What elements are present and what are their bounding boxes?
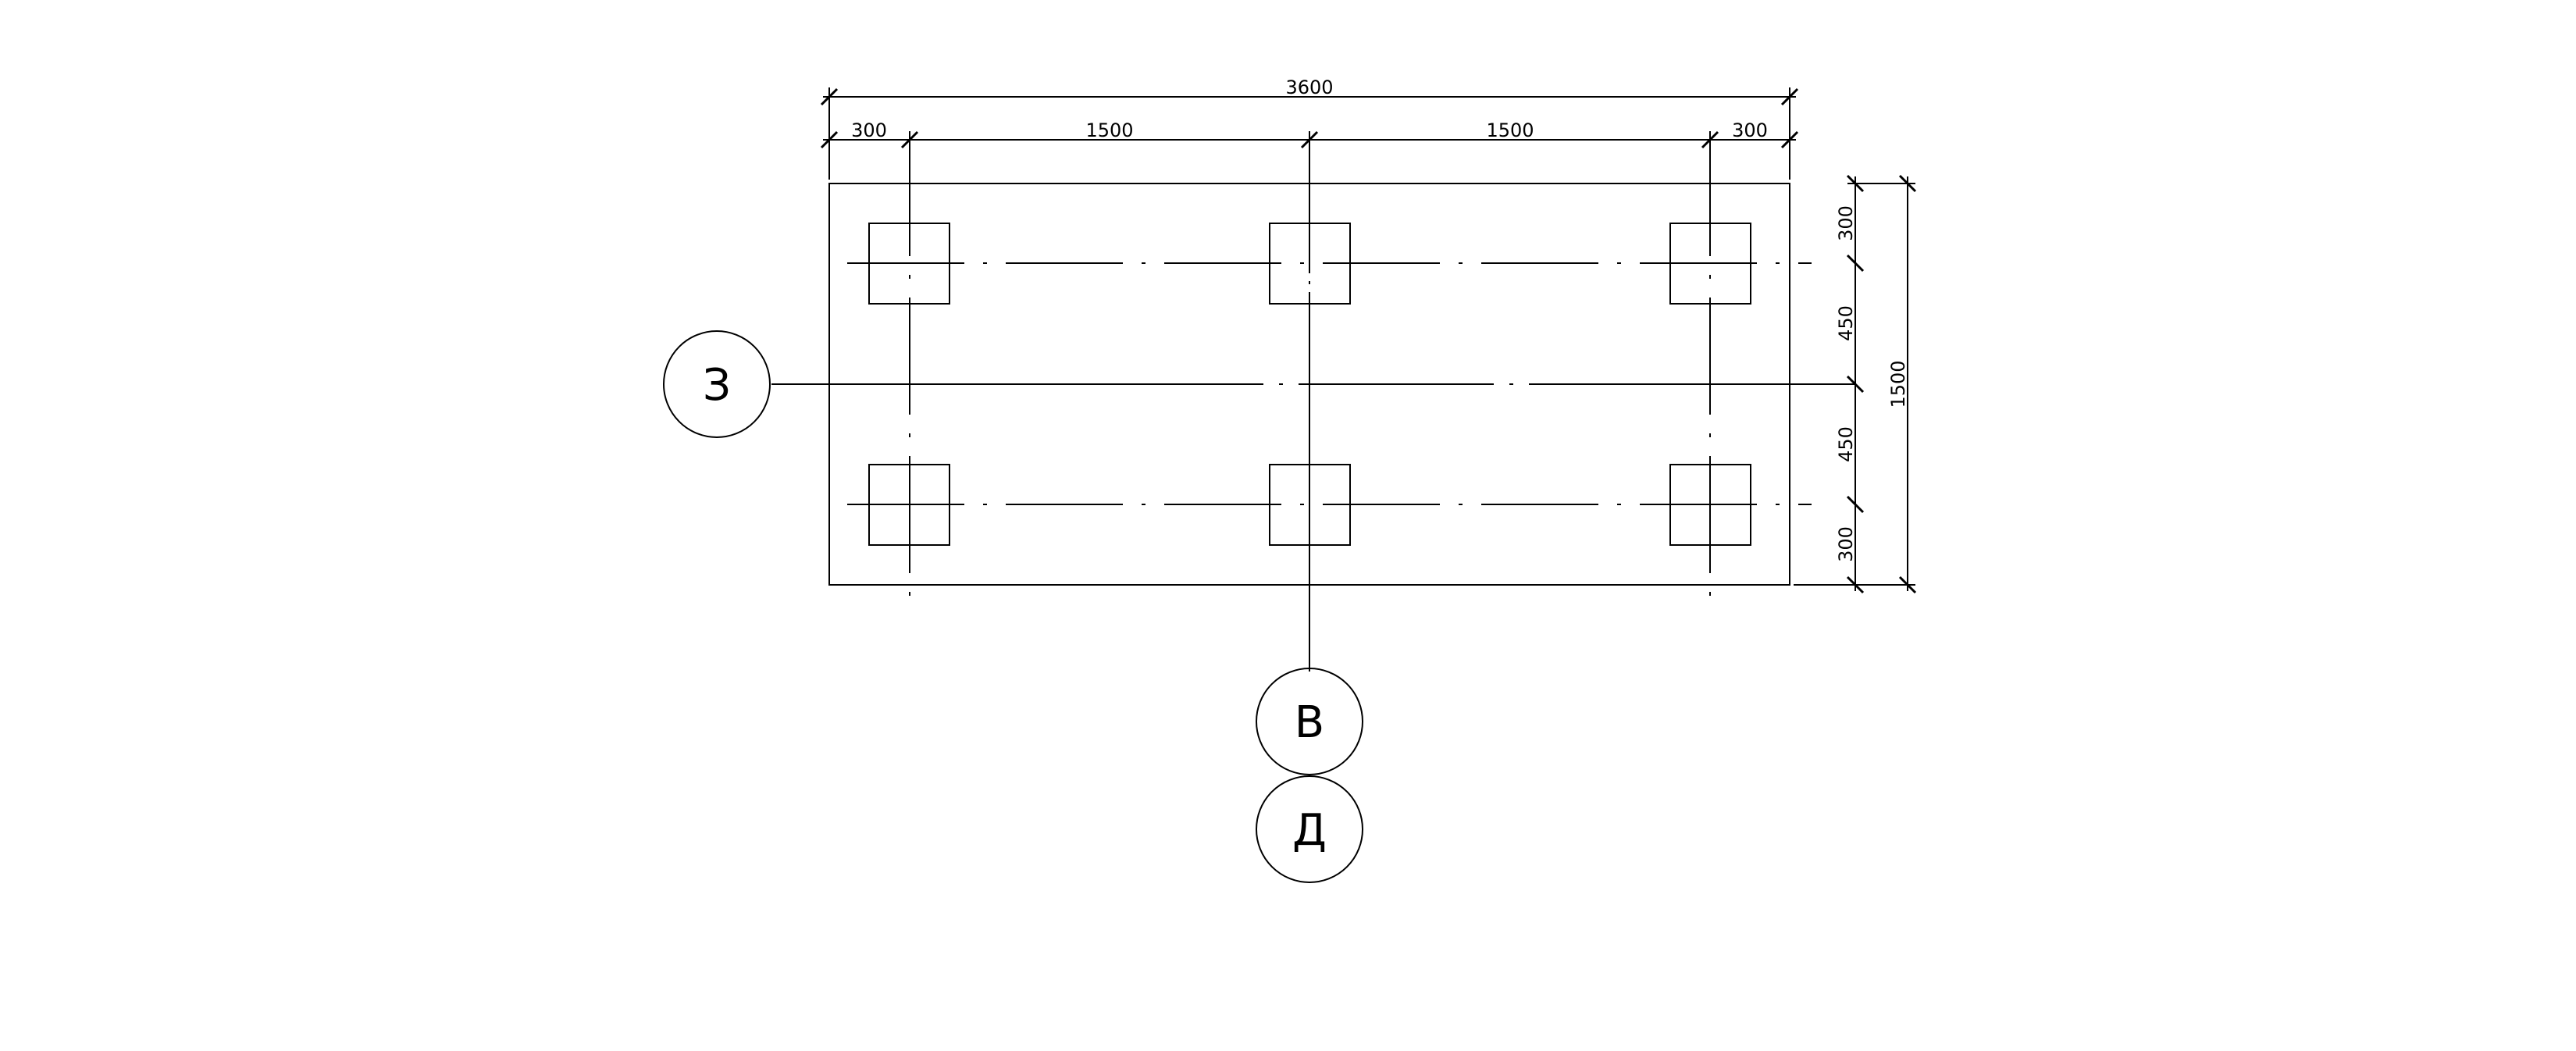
dim-label-right-3: 450 [1835, 426, 1857, 462]
grid-bubble-bottom-lower-label: Д [1292, 805, 1327, 856]
grid-bubble-bottom-lower: Д [1256, 775, 1363, 883]
axis-lines [771, 139, 1855, 672]
dim-label-right-1: 300 [1835, 205, 1857, 241]
dim-label-chain-1: 300 [851, 119, 887, 141]
dimension-right-chain: 300 450 450 300 [1794, 174, 1865, 594]
dim-label-right-4: 300 [1835, 526, 1857, 562]
grid-bubble-left-label: З [703, 360, 731, 411]
dim-label-right-2: 450 [1835, 305, 1857, 341]
dimension-top-chain: 300 1500 1500 300 [820, 119, 1799, 180]
dim-label-chain-3: 1500 [1486, 119, 1534, 141]
dimension-right-overall: 1500 [1847, 174, 1917, 594]
grid-bubble-bottom-upper-label: В [1295, 697, 1324, 748]
dim-label-chain-4: 300 [1732, 119, 1768, 141]
dim-label-chain-2: 1500 [1085, 119, 1133, 141]
dim-label-overall-width: 3600 [1285, 77, 1333, 98]
grid-bubble-left: З [663, 330, 771, 438]
grid-bubble-bottom-upper: В [1256, 668, 1363, 775]
dimension-top-overall: 3600 [820, 77, 1799, 180]
dim-label-overall-height: 1500 [1887, 360, 1909, 408]
